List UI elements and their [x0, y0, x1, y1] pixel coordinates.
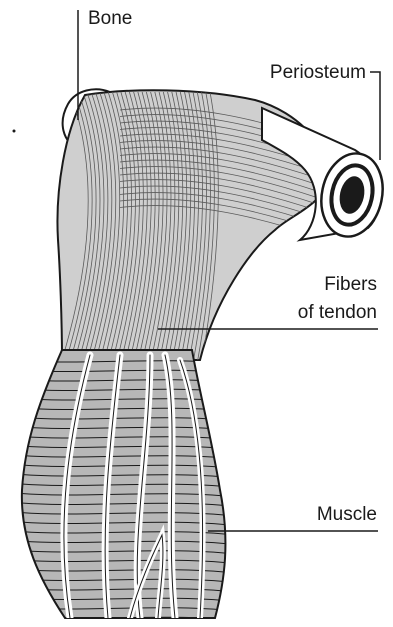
- label-periosteum: Periosteum: [270, 62, 366, 85]
- label-fibers-line1: Fibers: [324, 274, 377, 297]
- periosteum-leader-line: [370, 72, 380, 160]
- label-bone: Bone: [88, 8, 132, 31]
- label-muscle: Muscle: [317, 504, 377, 527]
- label-fibers-line2: of tendon: [298, 302, 377, 325]
- marker-dot: [13, 130, 16, 133]
